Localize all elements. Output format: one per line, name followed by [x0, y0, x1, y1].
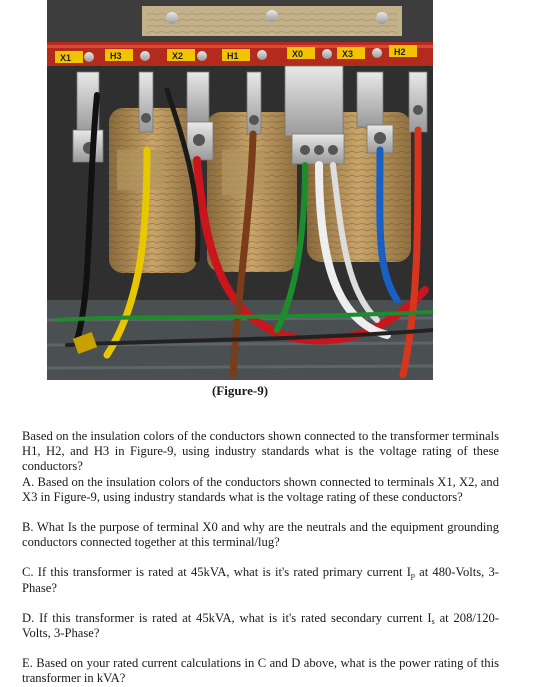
question-intro: Based on the insulation colors of the co… [22, 429, 499, 474]
question-b: B. What Is the purpose of terminal X0 an… [22, 520, 499, 550]
terminal-label-h2: H2 [394, 47, 406, 57]
question-text: Based on the insulation colors of the co… [22, 429, 499, 687]
question-e: E. Based on your rated current calculati… [22, 656, 499, 686]
question-c: C. If this transformer is rated at 45kVA… [22, 565, 499, 595]
question-a: A. Based on the insulation colors of the… [22, 474, 499, 504]
terminal-label-x1: X1 [60, 53, 71, 63]
terminal-label-x3: X3 [342, 49, 353, 59]
terminal-label-h3: H3 [110, 51, 122, 61]
question-d: D. If this transformer is rated at 45kVA… [22, 610, 499, 641]
transformer-photo: X1 H3 X2 H1 X0 X3 H2 [47, 0, 433, 380]
terminal-label-x2: X2 [172, 51, 183, 61]
terminal-label-x0: X0 [292, 49, 303, 59]
figure-caption: (Figure-9) [211, 383, 269, 398]
terminal-label-h1: H1 [227, 51, 239, 61]
